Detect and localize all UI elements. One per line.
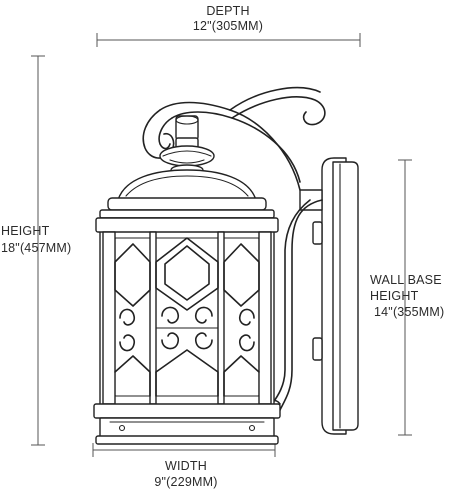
wall-backplate <box>299 157 359 435</box>
lantern-finial <box>159 137 215 176</box>
depth-dimension <box>96 33 361 47</box>
lantern-body <box>95 217 279 409</box>
depth-label: DEPTH <box>206 4 249 18</box>
wall-base-value: 14"(355MM) <box>374 305 444 319</box>
height-value: 18"(457MM) <box>1 241 71 255</box>
lantern-base <box>93 403 281 445</box>
height-dimension <box>31 55 45 446</box>
scroll-arm <box>142 86 326 417</box>
wall-base-label-line2: HEIGHT <box>370 289 419 303</box>
width-dimension <box>92 443 276 457</box>
height-label: HEIGHT <box>1 224 50 238</box>
wall-base-label-line1: WALL BASE <box>370 273 442 287</box>
lantern-dome <box>99 169 275 219</box>
width-value: 9"(229MM) <box>154 475 217 489</box>
depth-value: 12"(305MM) <box>193 19 263 33</box>
wall-base-dimension <box>398 159 412 436</box>
width-label: WIDTH <box>165 459 207 473</box>
